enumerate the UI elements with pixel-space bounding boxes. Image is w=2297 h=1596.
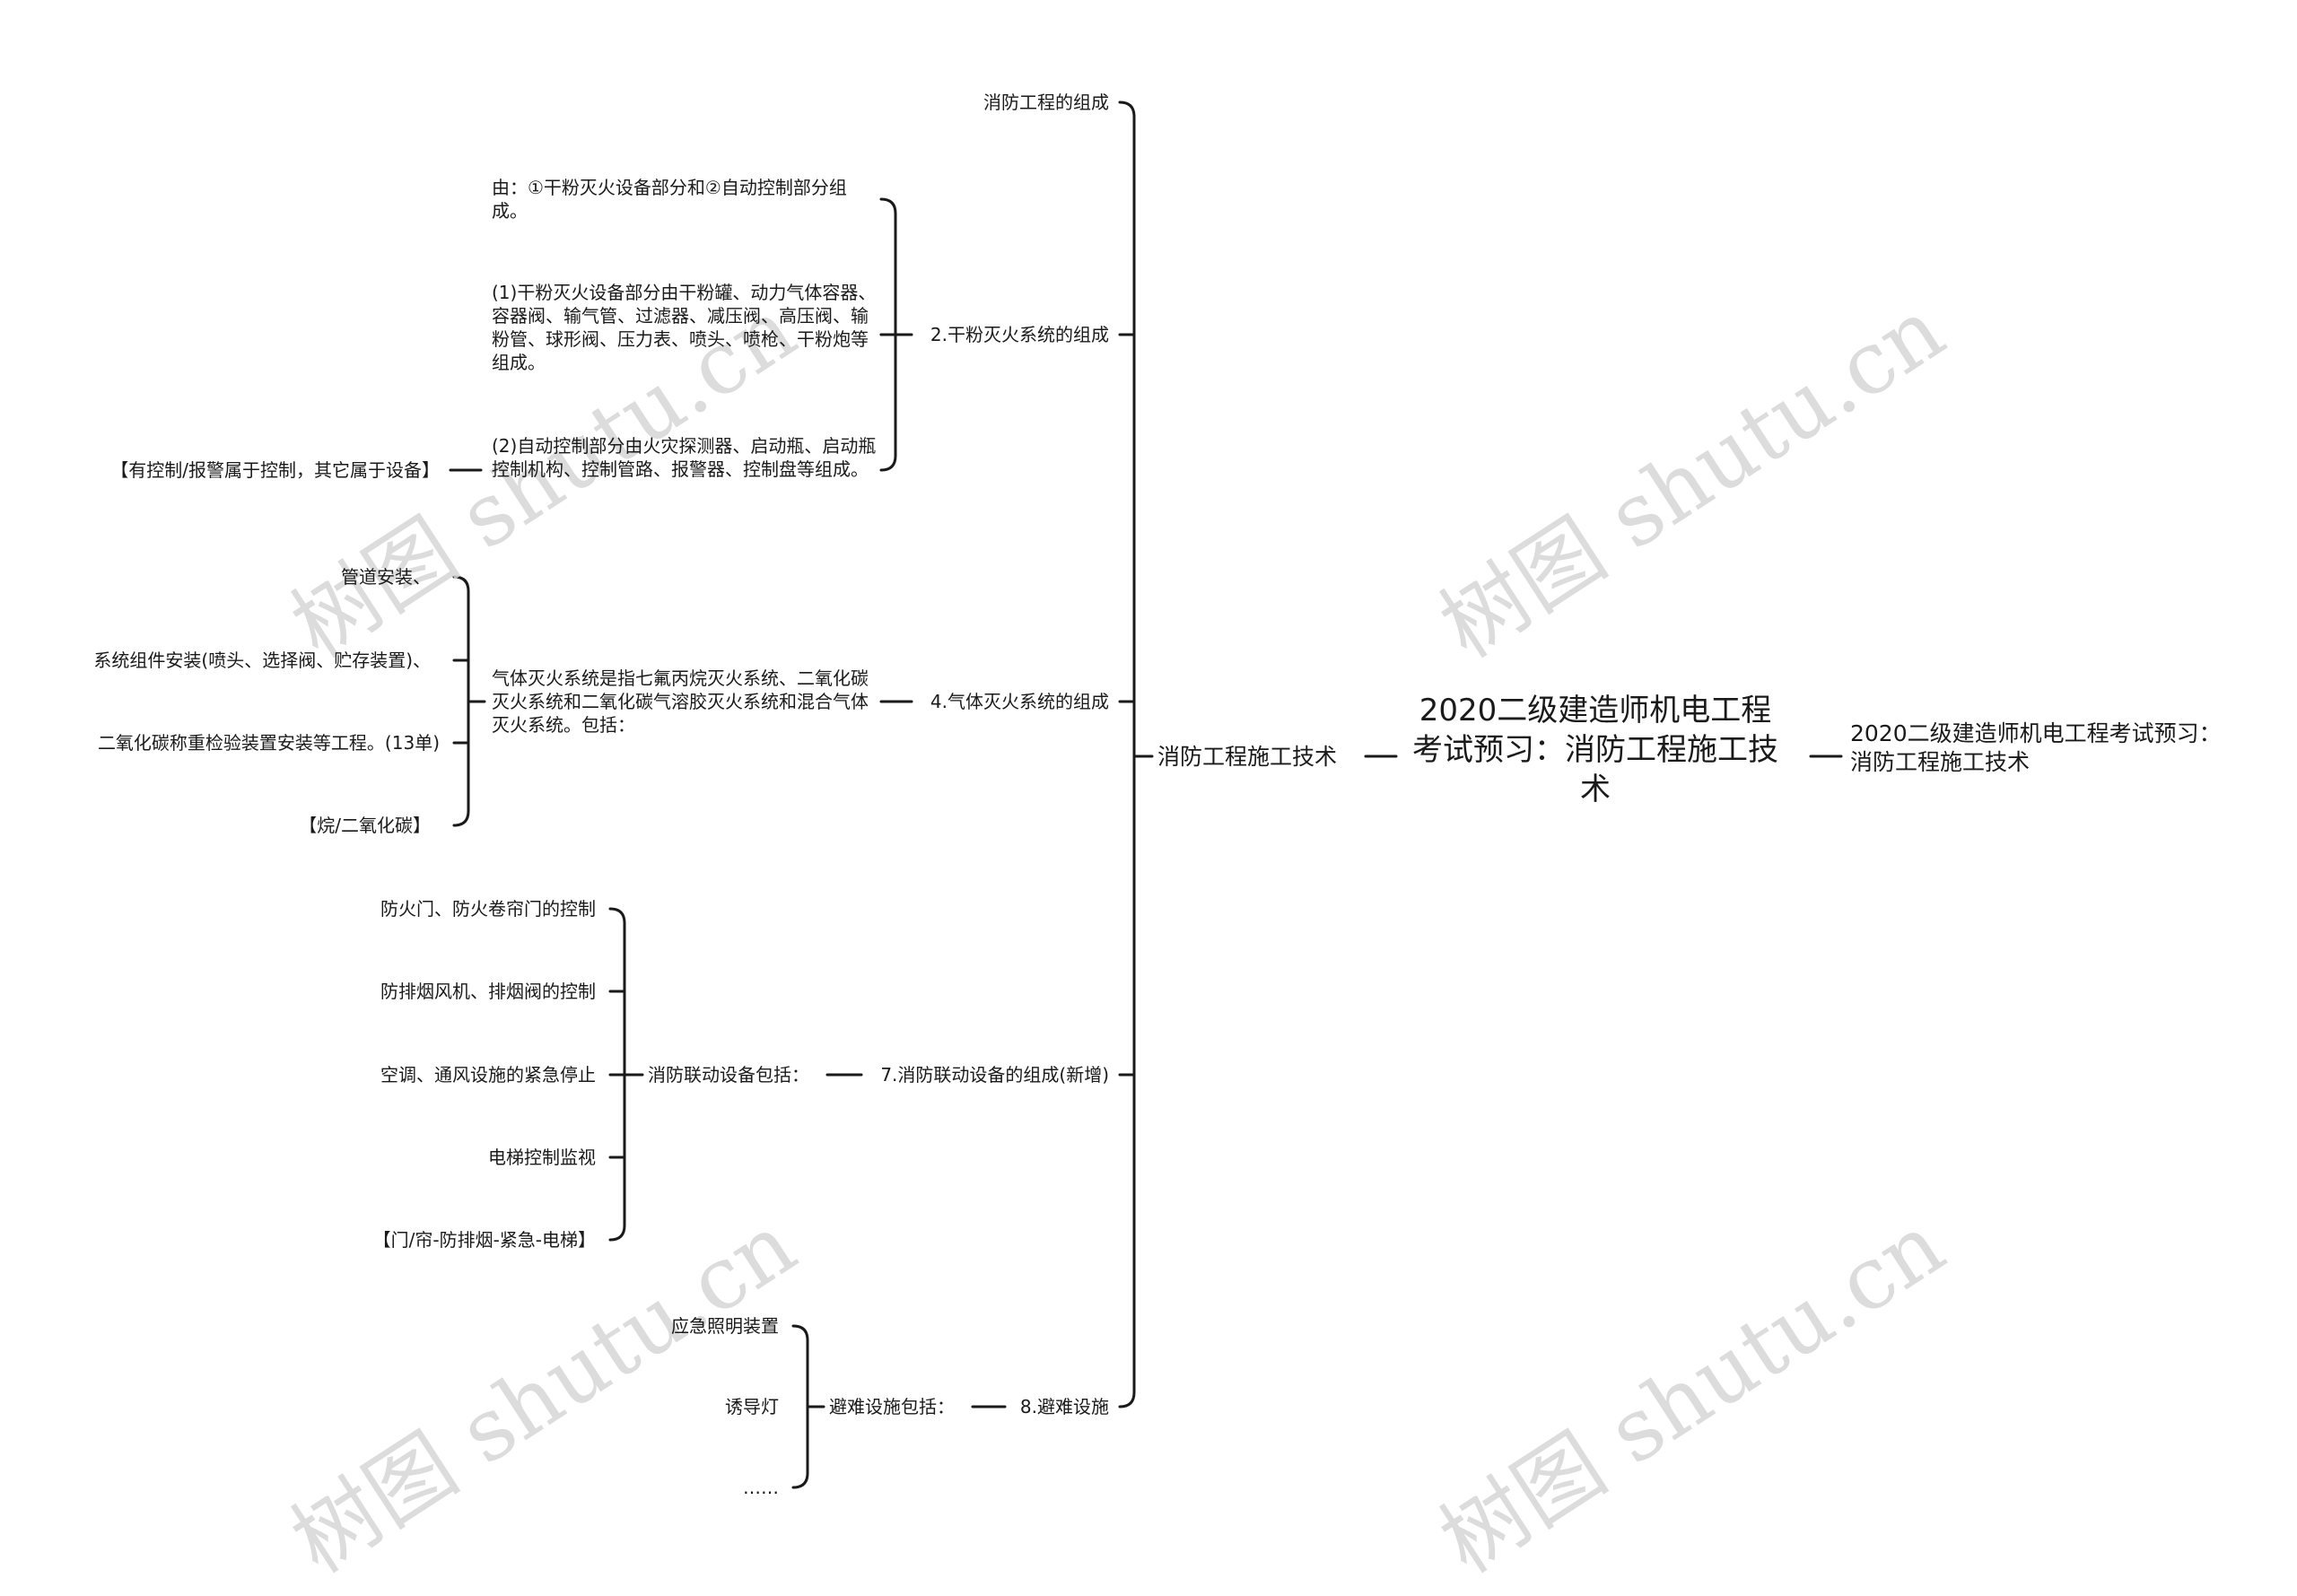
- evacuation-item[interactable]: 诱导灯: [725, 1396, 779, 1417]
- gas-system-description[interactable]: 气体灭火系统是指七氟丙烷灭火系统、二氧化碳灭火系统和二氧化碳气溶胶灭火系统和混合…: [492, 667, 869, 736]
- branch-dry-powder-system[interactable]: 2.干粉灭火系统的组成: [930, 324, 1109, 345]
- gas-item[interactable]: 管道安装、: [341, 566, 431, 588]
- linkage-item[interactable]: 空调、通风设施的紧急停止: [380, 1064, 596, 1086]
- root-topic[interactable]: 2020二级建造师机电工程考试预习：消防工程施工技术: [1412, 693, 1778, 807]
- linkage-item[interactable]: 防排烟风机、排烟阀的控制: [380, 981, 596, 1002]
- dry-powder-item[interactable]: (2)自动控制部分由火灾探测器、启动瓶、启动瓶控制机构、控制管路、报警器、控制盘…: [492, 435, 877, 480]
- linkage-item[interactable]: 电梯控制监视: [488, 1147, 596, 1168]
- branch-gas-system[interactable]: 4.气体灭火系统的组成: [930, 691, 1109, 712]
- dry-powder-item[interactable]: (1)干粉灭火设备部分由干粉罐、动力气体容器、容器阀、输气管、过滤器、减压阀、高…: [492, 282, 877, 373]
- branch-fire-engineering-composition[interactable]: 消防工程的组成: [983, 92, 1109, 113]
- main-branch[interactable]: 消防工程施工技术: [1157, 744, 1338, 770]
- dry-powder-note[interactable]: 【有控制/报警属于控制，其它属于设备】: [110, 459, 440, 481]
- branch-evacuation[interactable]: 8.避难设施: [1019, 1396, 1109, 1417]
- evacuation-description[interactable]: 避难设施包括：: [829, 1396, 955, 1417]
- evacuation-item[interactable]: ……: [743, 1477, 779, 1498]
- right-summary-node[interactable]: 2020二级建造师机电工程考试预习：消防工程施工技术: [1850, 720, 2222, 775]
- dry-powder-item[interactable]: 由：①干粉灭火设备部分和②自动控制部分组成。: [492, 177, 847, 222]
- evacuation-item[interactable]: 应急照明装置: [671, 1315, 779, 1337]
- linkage-item[interactable]: 【门/帘-防排烟-紧急-电梯】: [372, 1229, 596, 1251]
- gas-item[interactable]: 二氧化碳称重检验装置安装等工程。(13单): [97, 732, 440, 754]
- gas-item[interactable]: 系统组件安装(喷头、选择阀、贮存装置)、: [93, 650, 431, 671]
- linkage-item[interactable]: 防火门、防火卷帘门的控制: [380, 898, 596, 920]
- fire-linkage-description[interactable]: 消防联动设备包括：: [648, 1064, 809, 1086]
- branch-fire-linkage[interactable]: 7.消防联动设备的组成(新增): [880, 1064, 1109, 1086]
- gas-item[interactable]: 【烷/二氧化碳】: [299, 815, 431, 836]
